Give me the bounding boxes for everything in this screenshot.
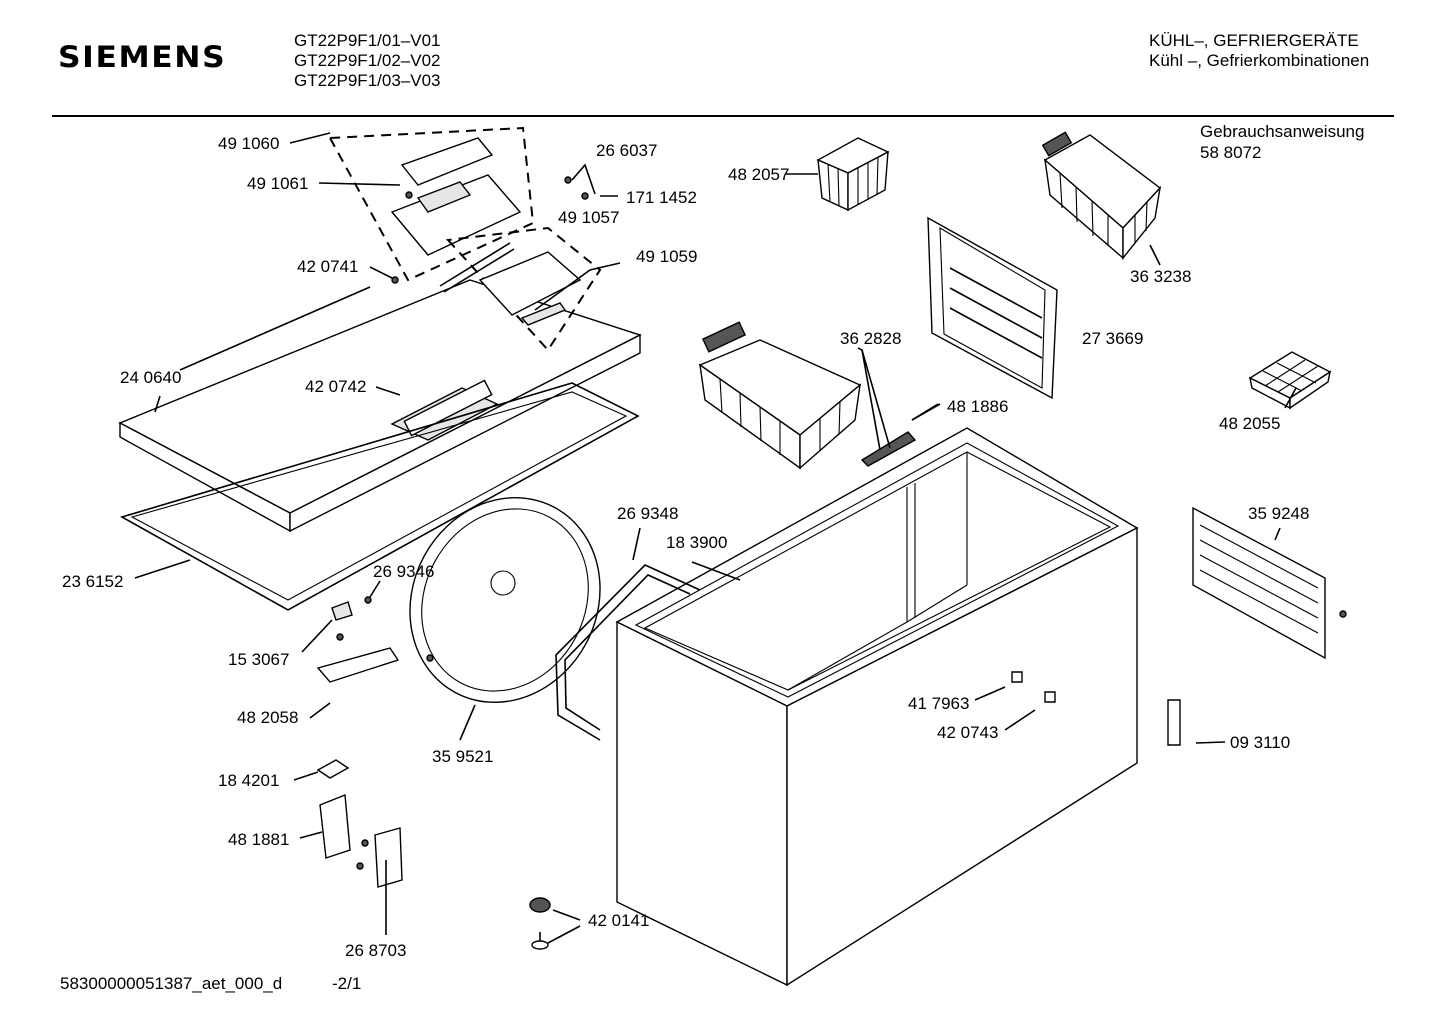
large-basket-right — [1041, 131, 1162, 260]
category-line: Kühl –, Gefrierkombinationen — [1149, 51, 1370, 70]
drawing-code: 58300000051387_aet_000_d — [60, 974, 283, 993]
condenser-cover — [409, 497, 601, 703]
part-label: 09 3110 — [1230, 733, 1291, 752]
part-label: 48 2055 — [1219, 414, 1281, 433]
part-label: 48 2058 — [237, 708, 299, 727]
part-label: 42 0141 — [588, 911, 650, 930]
small-basket — [816, 137, 890, 212]
part-label: 18 3900 — [666, 533, 728, 552]
part-label: 23 6152 — [62, 572, 124, 591]
part-label: 26 8703 — [345, 941, 407, 960]
category-heading: KÜHL–, GEFRIERGERÄTE Kühl –, Gefrierkomb… — [1149, 31, 1369, 71]
ice-tray — [1248, 351, 1332, 410]
part-label: 41 7963 — [908, 694, 970, 713]
lid — [118, 279, 642, 533]
large-basket-center — [698, 321, 862, 470]
category-line: KÜHL–, GEFRIERGERÄTE — [1149, 31, 1359, 50]
part-label: 36 3238 — [1130, 267, 1192, 286]
part-label: 26 9348 — [617, 504, 679, 523]
leader-lines — [134, 132, 1297, 944]
model-list: GT22P9F1/01–V01 GT22P9F1/02–V02 GT22P9F1… — [294, 31, 440, 91]
part-label: 42 0743 — [937, 723, 999, 742]
rear-grille — [1192, 506, 1347, 660]
part-label: 48 2057 — [728, 165, 790, 184]
part-label: 49 1059 — [636, 247, 698, 266]
model-number: GT22P9F1/02–V02 — [294, 51, 441, 70]
model-number: GT22P9F1/03–V03 — [294, 71, 441, 90]
model-number: GT22P9F1/01–V01 — [294, 31, 441, 50]
part-label: 15 3067 — [228, 650, 290, 669]
manual-reference: Gebrauchsanweisung 58 8072 — [1200, 121, 1364, 163]
brand-logo: SIEMENS — [58, 40, 227, 74]
manual-number: 58 8072 — [1200, 143, 1262, 162]
part-label: 48 1881 — [228, 830, 290, 849]
part-label: 42 0742 — [305, 377, 367, 396]
part-label: 36 2828 — [840, 329, 902, 348]
part-label: 26 9346 — [373, 562, 435, 581]
lid-gasket — [119, 382, 640, 611]
small-fittings — [364, 596, 1181, 950]
part-label: 18 4201 — [218, 771, 280, 790]
part-label: 24 0640 — [120, 368, 182, 387]
screw-parts — [564, 176, 589, 200]
part-label: 48 1886 — [947, 397, 1009, 416]
handle-assembly — [328, 126, 602, 352]
seal-frame — [555, 564, 701, 741]
part-label: 49 1057 — [558, 208, 620, 227]
divider-panel — [927, 216, 1058, 400]
part-label: 49 1061 — [247, 174, 309, 193]
manual-title: Gebrauchsanweisung — [1200, 122, 1365, 141]
part-label: 49 1060 — [218, 134, 280, 153]
part-label: 35 9521 — [432, 747, 494, 766]
page-number: -2/1 — [332, 974, 362, 993]
header-divider — [52, 115, 1394, 117]
part-label: 27 3669 — [1082, 329, 1144, 348]
part-label: 171 1452 — [626, 188, 697, 207]
part-label: 42 0741 — [297, 257, 359, 276]
basket-support — [860, 431, 917, 467]
freezer-cabinet — [615, 427, 1139, 987]
part-label: 26 6037 — [596, 141, 658, 160]
hinge-parts — [316, 601, 434, 888]
part-label: 35 9248 — [1248, 504, 1310, 523]
